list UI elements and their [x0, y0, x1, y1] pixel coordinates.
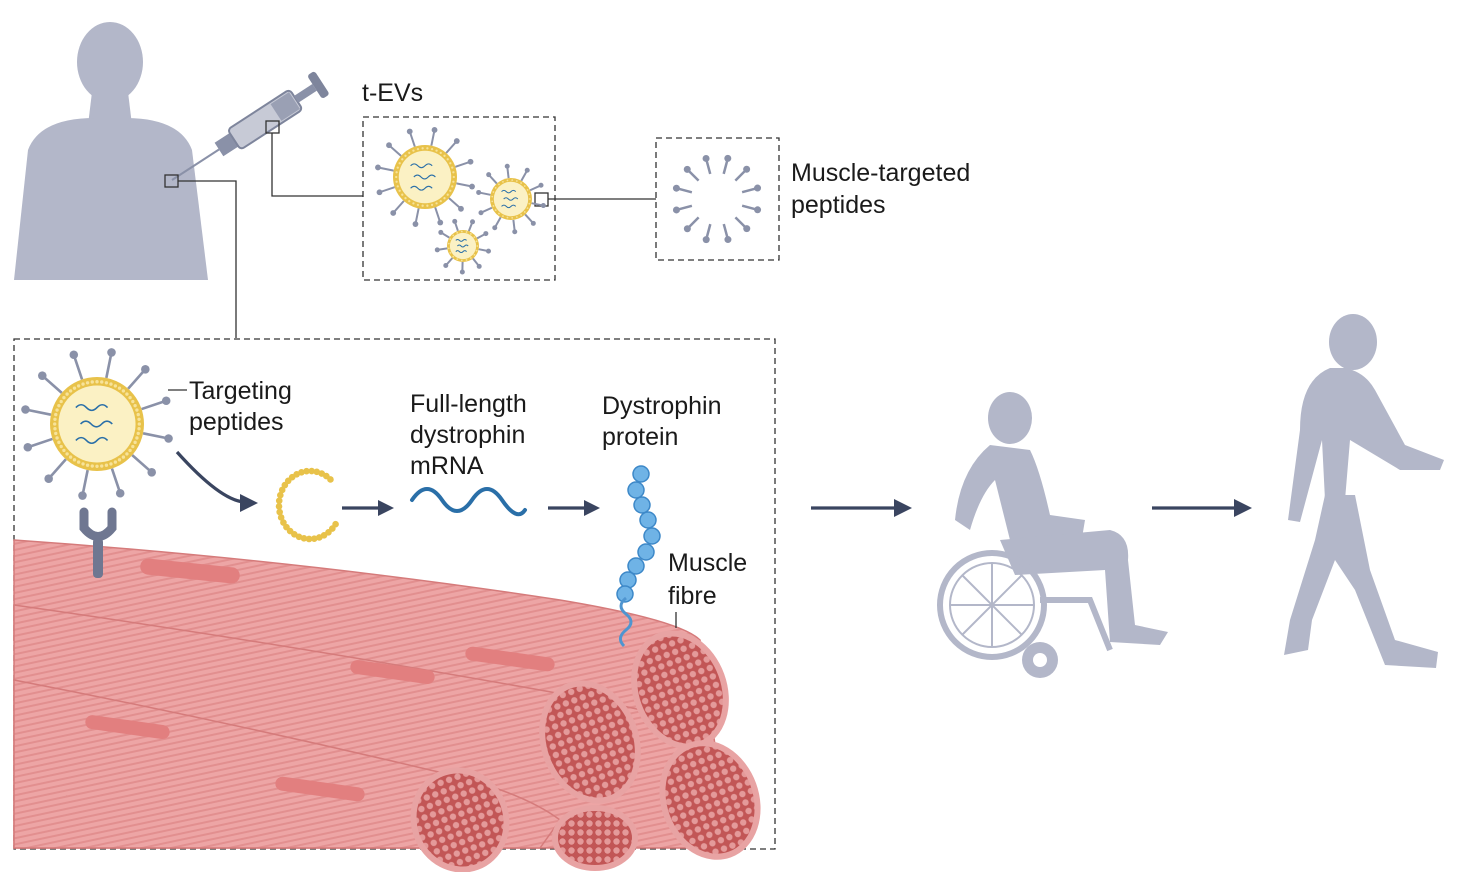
callout-connectors	[164, 120, 656, 338]
protein-bead	[627, 481, 645, 499]
protein-bead	[616, 585, 634, 603]
membrane-bead	[278, 486, 286, 494]
protein-anchor-tail	[619, 596, 633, 648]
peptide-mark	[672, 184, 680, 192]
dystrophin-protein-chain	[616, 465, 661, 603]
muscle-fibres-illustration	[13, 539, 761, 872]
membrane-bead	[298, 469, 305, 476]
tev-vesicle	[476, 163, 546, 235]
membrane-bead	[275, 503, 283, 510]
muscle-targeted-peptides-label: Muscle-targeted peptides	[791, 159, 977, 219]
peptide-mark	[754, 184, 762, 192]
membrane-bead	[315, 534, 323, 541]
membrane-bead	[275, 497, 283, 505]
protein-bead	[627, 557, 645, 575]
outcome-arrowhead-2	[1234, 499, 1252, 517]
tev-vesicle	[434, 218, 491, 275]
peptide-mark	[672, 206, 680, 214]
release-arrowhead	[378, 500, 394, 516]
full-length-mrna-label: Full-length dystrophin mRNA	[410, 390, 534, 480]
peptide-mark	[702, 154, 710, 162]
uptake-arrow	[175, 450, 245, 504]
opened-vesicle-icon	[275, 467, 339, 543]
membrane-bead	[310, 535, 318, 542]
tev-vesicle	[375, 127, 475, 227]
membrane-bead	[276, 508, 283, 516]
membrane-bead	[277, 491, 284, 499]
peptide-mark	[754, 206, 762, 214]
walking-person-silhouette	[1284, 314, 1444, 668]
wheelchair-user-silhouette	[937, 392, 1168, 678]
peptide-mark	[743, 225, 751, 233]
protein-bead	[619, 571, 637, 589]
tevs-label: t-EVs	[362, 79, 423, 107]
syringe-icon	[171, 71, 329, 181]
protein-bead	[633, 496, 651, 514]
peptides-box	[655, 137, 780, 261]
membrane-bead	[308, 467, 315, 475]
uptake-arrowhead	[240, 494, 258, 512]
protein-bead	[639, 511, 657, 529]
receptor-icon	[79, 507, 117, 578]
protein-bead	[632, 465, 650, 483]
targeting-peptides-label: Targeting peptides	[189, 377, 299, 436]
peptide-mark	[724, 154, 732, 162]
protein-bead	[643, 527, 661, 545]
mrna-strand	[410, 487, 527, 517]
dystrophin-protein-label: Dystrophin protein	[602, 392, 728, 451]
tevs-box	[362, 116, 556, 281]
targeted-vesicle-large	[21, 348, 173, 500]
peptide-mark	[702, 236, 710, 244]
outcome-arrowhead-1	[894, 499, 912, 517]
membrane-bead	[305, 535, 313, 543]
peptide-mark	[683, 165, 691, 173]
membrane-bead	[277, 514, 285, 521]
mechanism-panel	[13, 338, 776, 850]
peptide-mark	[683, 225, 691, 233]
peptide-mark	[743, 165, 751, 173]
membrane-bead	[300, 535, 308, 542]
peptide-ring	[672, 154, 762, 244]
human-torso-silhouette	[14, 22, 208, 280]
tev-vesicle-group	[375, 127, 546, 275]
peptide-mark	[724, 236, 732, 244]
muscle-fibre-label: Muscle fibre	[668, 549, 754, 610]
membrane-bead	[303, 467, 310, 475]
membrane-bead	[327, 476, 334, 483]
translation-arrowhead	[584, 500, 600, 516]
vesicle-body	[21, 348, 173, 500]
membrane-bead	[280, 519, 287, 526]
protein-bead	[637, 543, 655, 561]
